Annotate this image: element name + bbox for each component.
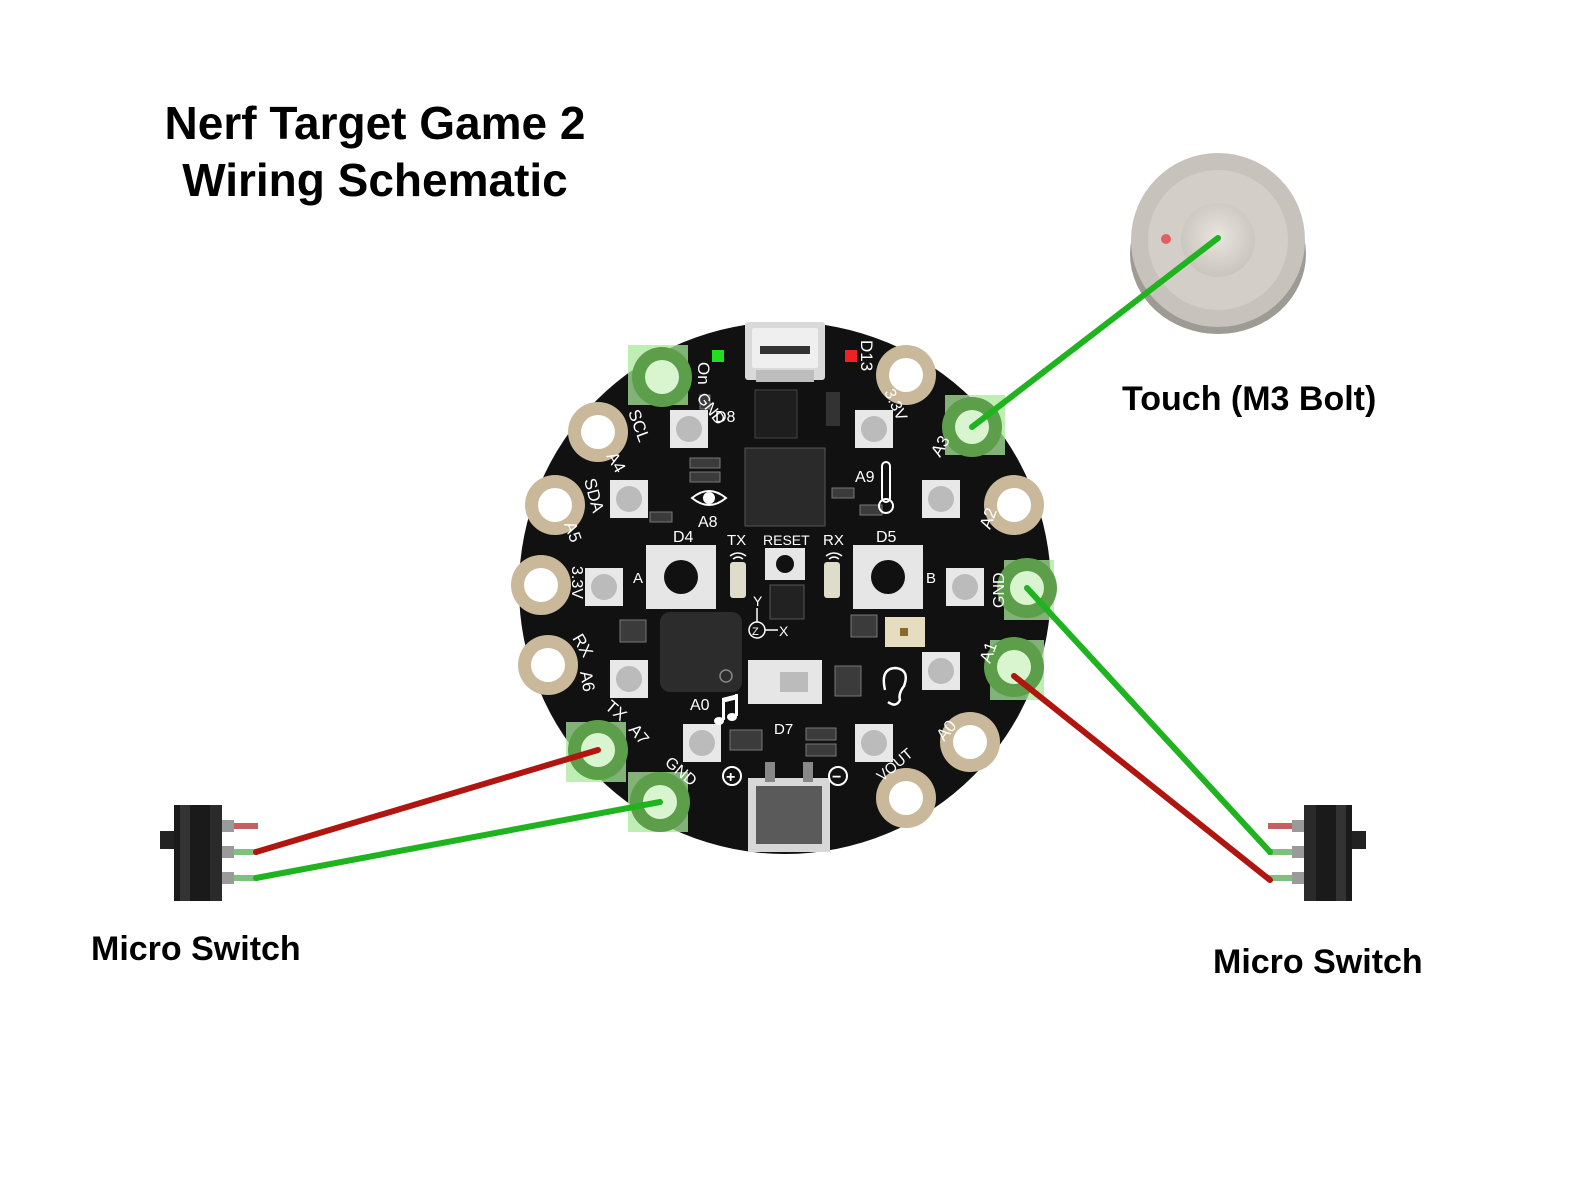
- circuit-playground-board: [511, 322, 1057, 854]
- button-a-body: [646, 545, 716, 609]
- music-note-icon: [714, 694, 738, 725]
- diagram-title: Nerf Target Game 2 Wiring Schematic: [105, 95, 645, 209]
- neopixels: [585, 410, 984, 762]
- button-b-body: [853, 545, 923, 609]
- touch-label: Touch (M3 Bolt): [1122, 380, 1377, 418]
- silk-minus: −: [832, 769, 841, 786]
- eye-icon: [690, 490, 728, 506]
- edge-pads: [511, 345, 1044, 828]
- micro-switch-left: [160, 805, 258, 901]
- silk-axis-z: Z: [752, 626, 759, 638]
- reset-button-body: [765, 548, 805, 580]
- battery-connector: [748, 762, 830, 852]
- silk-rx: RX: [823, 532, 844, 549]
- silk-axis-y: Y: [753, 593, 763, 609]
- silk-plus: +: [726, 769, 735, 786]
- pad-label-gnd-r: GND: [991, 572, 1008, 608]
- wifi-icon: [729, 552, 843, 560]
- silk-button-b: B: [926, 570, 936, 587]
- silk-axis-x: X: [779, 623, 789, 639]
- wire-a7-left-switch: [253, 747, 601, 855]
- silk-d5: D5: [876, 529, 897, 546]
- silk-a0: A0: [690, 697, 710, 714]
- title-line-1: Nerf Target Game 2: [164, 97, 586, 149]
- pad-label-d13: D13: [857, 340, 876, 371]
- silk-reset: RESET: [763, 532, 810, 548]
- wire-gnd-left-switch: [253, 799, 663, 881]
- silk-tx: TX: [727, 532, 746, 549]
- on-led: [712, 350, 724, 362]
- micro-switch-left-label: Micro Switch: [91, 930, 301, 968]
- silk-d4: D4: [673, 529, 694, 546]
- silk-d8: D8: [715, 409, 736, 426]
- wires: [253, 235, 1273, 883]
- micro-switch-right: [1268, 805, 1366, 901]
- thermometer-icon: [878, 461, 894, 514]
- silk-a9: A9: [855, 469, 875, 486]
- wire-gnd-right-switch: [1024, 585, 1273, 855]
- wire-touch-a3: [969, 235, 1221, 430]
- silk-a8: A8: [698, 514, 718, 531]
- title-line-2: Wiring Schematic: [182, 154, 568, 206]
- micro-switch-right-label: Micro Switch: [1213, 943, 1423, 981]
- pad-label-a6: A6: [576, 669, 598, 693]
- touch-bolt: [1130, 153, 1306, 334]
- silk-button-a: A: [633, 570, 643, 587]
- pad-label-on: On: [694, 362, 713, 385]
- silk-d7: D7: [774, 721, 793, 738]
- speaker-body: [660, 612, 742, 692]
- wire-a1-right-switch: [1011, 673, 1273, 883]
- usb-connector: [745, 322, 825, 382]
- d13-led: [845, 350, 857, 362]
- pad-label-3v3-left: 3.3V: [568, 566, 585, 599]
- ear-icon: [882, 666, 907, 706]
